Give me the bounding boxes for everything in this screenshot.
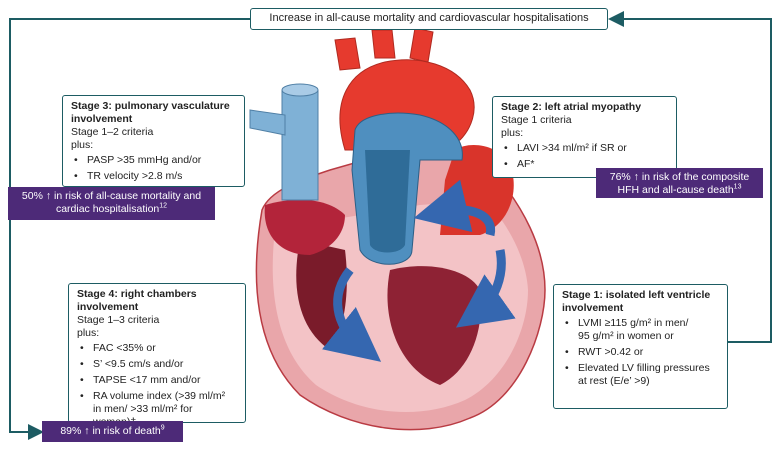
aorta-branches (334, 27, 434, 71)
stage4-risk-badge: 89% ↑ in risk of death9 (42, 421, 183, 442)
stage4-item-ra-line1: RA volume index (>39 ml/m² (93, 390, 226, 402)
heart-illustration (249, 27, 546, 431)
stage4-risk-text: 89% ↑ in risk of death (60, 425, 161, 437)
stage4-title-line2: involvement (77, 301, 139, 313)
stage2-title: Stage 2: left atrial myopathy (501, 101, 642, 113)
stage1-item-filling-line2: at rest (E/e’ >9) (578, 375, 650, 387)
stage3-risk-text: 50% ↑ in risk of all-cause mortality and… (21, 190, 202, 215)
stage3-title-line2: involvement (71, 113, 133, 125)
stage1-title-line1: Stage 1: isolated left ventricle (562, 289, 711, 301)
stage1-title-line2: involvement (562, 302, 624, 314)
stage1-item-filling: Elevated LV filling pressures at rest (E… (565, 362, 719, 388)
stage3-criteria: Stage 1–2 criteria (71, 126, 154, 138)
stage3-title-line1: Stage 3: pulmonary vasculature (71, 100, 230, 112)
stage4-criteria-list: FAC <35% or S’ <9.5 cm/s and/or TAPSE <1… (77, 342, 237, 429)
stage3-risk-ref: 12 (159, 202, 168, 210)
stage3-plus: plus: (71, 139, 94, 151)
flow-arrow-left (322, 267, 382, 362)
stage3-criteria-list: PASP >35 mmHg and/or TR velocity >2.8 m/… (71, 154, 236, 183)
stage4-item-s: S’ <9.5 cm/s and/or (80, 358, 237, 371)
stage2-item-lavi: LAVI >34 ml/m² if SR or (504, 142, 668, 155)
stage2-criteria-list: LAVI >34 ml/m² if SR or AF* (501, 142, 668, 171)
stage4-item-tapse: TAPSE <17 mm and/or (80, 374, 237, 387)
stage2-item-af: AF* (504, 158, 668, 171)
stage4-title-line1: Stage 4: right chambers (77, 288, 197, 300)
stage4-criteria: Stage 1–3 criteria (77, 314, 160, 326)
stage1-item-lvmi: LVMI ≥115 g/m² in men/ 95 g/m² in women … (565, 317, 719, 343)
stage4-risk-ref: 9 (160, 424, 165, 432)
stage3-item-tr: TR velocity >2.8 m/s (74, 170, 236, 183)
stage4-item-fac: FAC <35% or (80, 342, 237, 355)
connector-lines (9, 11, 772, 440)
stage2-risk-ref: 13 (733, 183, 742, 191)
stage2-box: Stage 2: left atrial myopathy Stage 1 cr… (492, 96, 677, 178)
stage2-criteria: Stage 1 criteria (501, 114, 572, 126)
stage3-box: Stage 3: pulmonary vasculature involveme… (62, 95, 245, 187)
outcome-banner-text: Increase in all-cause mortality and card… (269, 12, 589, 24)
stage2-risk-text: 76% ↑ in risk of the composite HFH and a… (609, 171, 750, 196)
stage1-criteria-list: LVMI ≥115 g/m² in men/ 95 g/m² in women … (562, 317, 719, 388)
flow-arrow-right (455, 249, 516, 328)
stage1-item-lvmi-line2: 95 g/m² in women or (578, 330, 674, 342)
stage4-box: Stage 4: right chambers involvement Stag… (68, 283, 246, 428)
stage1-box: Stage 1: isolated left ventricle involve… (553, 284, 728, 409)
stage2-plus: plus: (501, 127, 524, 139)
stage1-item-filling-line1: Elevated LV filling pressures (578, 362, 710, 374)
connector-left (9, 18, 252, 440)
atrium-right (264, 199, 345, 255)
stage3-risk-badge: 50% ↑ in risk of all-cause mortality and… (8, 187, 215, 220)
stage2-risk-badge: 76% ↑ in risk of the composite HFH and a… (596, 168, 763, 198)
flow-arrow-top (413, 179, 496, 237)
superior-vena-cava (281, 89, 319, 201)
outcome-banner: Increase in all-cause mortality and card… (250, 8, 608, 30)
stage1-item-lvmi-line1: LVMI ≥115 g/m² in men/ (578, 317, 689, 329)
connector-right (608, 11, 772, 343)
stage1-item-rwt: RWT >0.42 or (565, 346, 719, 359)
stage3-item-pasp: PASP >35 mmHg and/or (74, 154, 236, 167)
stage4-plus: plus: (77, 327, 100, 339)
pulmonary-artery-branch (249, 109, 286, 136)
